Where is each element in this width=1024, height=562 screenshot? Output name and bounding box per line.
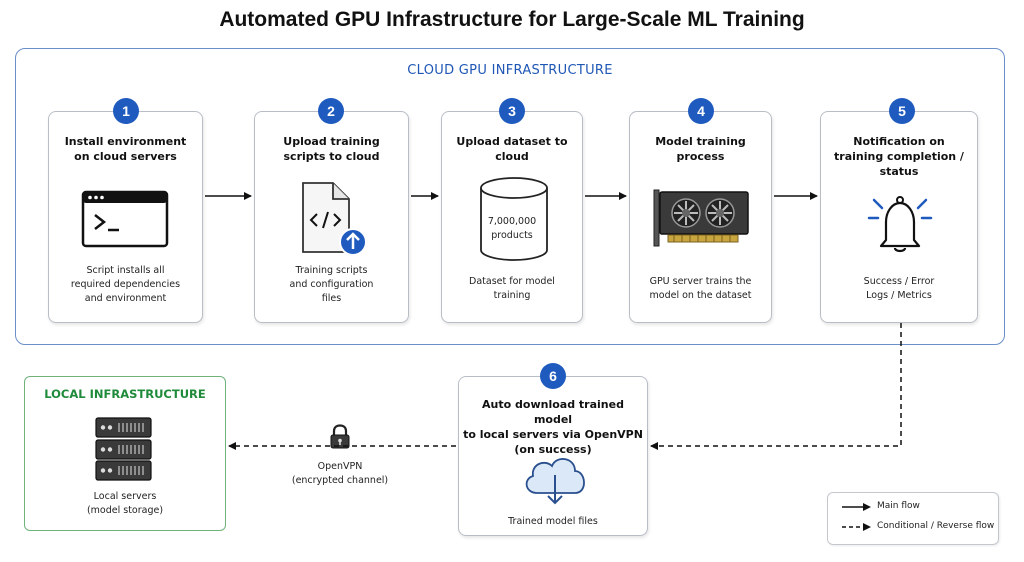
step-title: Install environment on cloud servers — [64, 135, 187, 163]
database-record-count: 7,000,000 products — [487, 216, 537, 241]
step-description: Dataset for model training — [469, 276, 555, 301]
step-title: Notification on training completion / st… — [834, 135, 964, 178]
database-icon — [480, 177, 548, 261]
legend-main-flow-label: Main flow — [877, 501, 920, 511]
step-description: Trained model files — [508, 516, 598, 527]
step-title: Upload training scripts to cloud — [283, 135, 380, 163]
step-number-badge: 2 — [318, 98, 344, 124]
step-number-badge: 6 — [540, 363, 566, 389]
step-number-badge: 1 — [113, 98, 139, 124]
step-card-model-training: Model training process GPU server trains… — [629, 111, 772, 323]
step-description: Script installs all required dependencie… — [70, 265, 181, 304]
conditional-flow-arrow-5-6 — [650, 323, 902, 450]
step-description: GPU server trains the model on the datas… — [649, 276, 752, 301]
step-description: Success / Error Logs / Metrics — [863, 276, 935, 301]
step-title: Upload dataset to cloud — [456, 135, 568, 163]
code-file-upload-icon — [302, 182, 367, 256]
local-servers-label: Local servers (model storage) — [86, 491, 164, 516]
openvpn-label: OpenVPN (encrypted channel) — [291, 461, 389, 486]
cloud-region-title: CLOUD GPU INFRASTRUCTURE — [407, 63, 613, 78]
terminal-icon — [81, 190, 169, 248]
step-description: Training scripts and configuration files — [289, 265, 374, 304]
legend-conditional-flow-swatch — [842, 523, 871, 531]
legend: Main flow Conditional / Reverse flow — [827, 492, 999, 545]
cloud-infrastructure-region — [15, 48, 1005, 345]
local-infrastructure-region — [24, 376, 226, 531]
bell-icon — [867, 196, 933, 253]
legend-conditional-flow-label: Conditional / Reverse flow — [877, 521, 995, 531]
step-card-notification: Notification on training completion / st… — [820, 111, 978, 323]
step-number-badge: 3 — [499, 98, 525, 124]
diagram-title: Automated GPU Infrastructure for Large-S… — [219, 8, 805, 31]
step-title: Model training process — [655, 135, 746, 163]
gpu-card-icon — [653, 189, 749, 247]
server-rack-icon — [95, 417, 152, 481]
step-card-upload-dataset: Upload dataset to cloud 7,000,000 produc… — [441, 111, 583, 323]
local-region-title: LOCAL INFRASTRUCTURE — [44, 387, 206, 401]
step-title: Auto download trained model to local ser… — [463, 398, 643, 456]
cloud-download-icon — [525, 458, 585, 505]
step-number-badge: 4 — [688, 98, 714, 124]
step-card-auto-download: Auto download trained model to local ser… — [458, 376, 648, 536]
step-number-badge: 5 — [889, 98, 915, 124]
step-card-install-environment: Install environment on cloud servers Scr… — [48, 111, 203, 323]
lock-icon — [330, 424, 350, 449]
legend-main-flow-swatch — [842, 503, 871, 511]
